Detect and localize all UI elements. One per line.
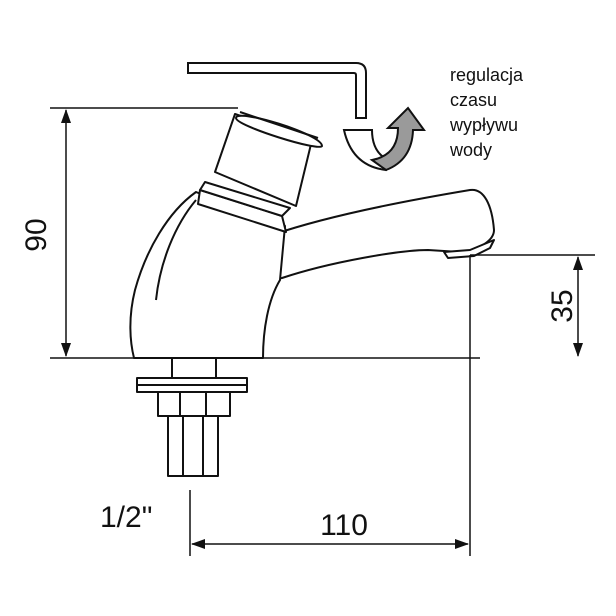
mounting-stem <box>171 357 217 379</box>
timer-annotation: regulacja czasu wypływu wody <box>449 65 524 160</box>
allen-key-icon <box>187 62 367 119</box>
faucet-body <box>129 191 286 359</box>
spout-outlet <box>443 239 495 259</box>
faucet-outline <box>129 111 495 477</box>
faucet-spout <box>268 188 495 279</box>
dimension-35-label: 35 <box>546 289 579 322</box>
annotation-line-2: czasu <box>450 90 497 110</box>
thread-size-label: 1/2" <box>100 501 152 534</box>
annotation-line-1: regulacja <box>450 65 524 85</box>
rotation-arrow-icon <box>342 106 426 172</box>
annotation-line-4: wody <box>449 140 492 160</box>
threaded-connector <box>167 415 219 477</box>
dimension-90-label: 90 <box>20 218 53 251</box>
dimension-110-label: 110 <box>320 509 368 542</box>
dimension-lines <box>50 107 595 556</box>
annotation-line-3: wypływu <box>449 115 518 135</box>
mounting-nut <box>157 391 231 417</box>
